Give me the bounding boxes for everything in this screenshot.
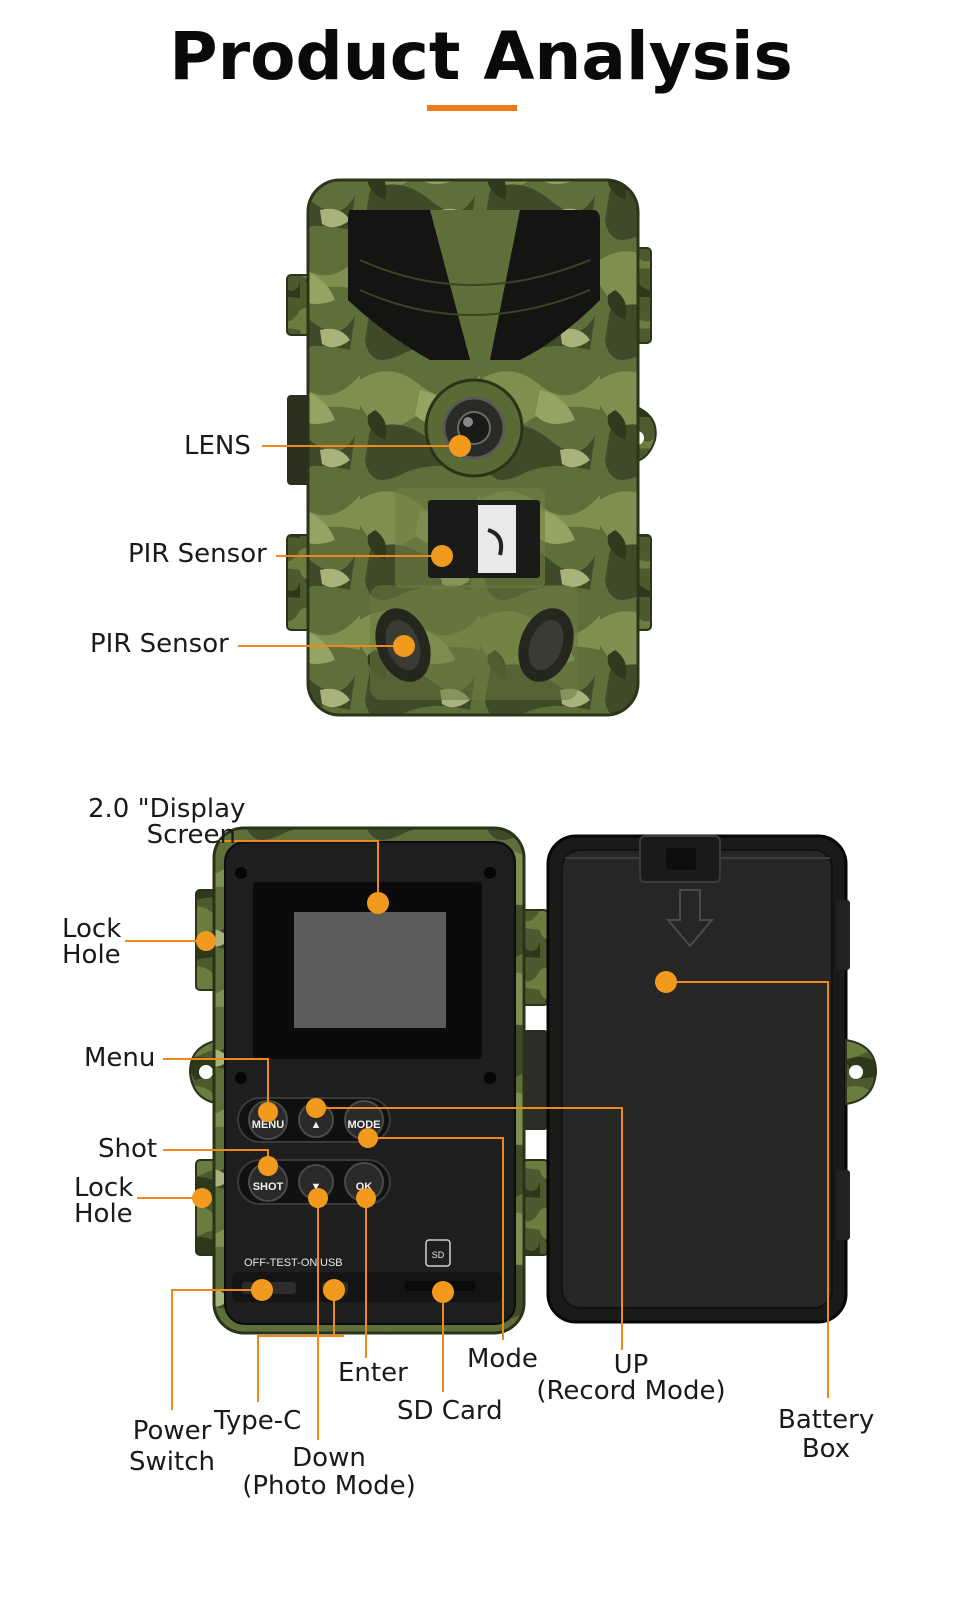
- down-button-label: ▼: [311, 1181, 322, 1193]
- shot-button-label: SHOT: [253, 1181, 284, 1193]
- sd-card-label: SD Card: [397, 1396, 503, 1426]
- front-callouts: [238, 435, 471, 657]
- switch-label: OFF-TEST-ON: [244, 1257, 317, 1269]
- up-record-mode-label: UP (Record Mode): [536, 1350, 726, 1406]
- lock-hole-top-label: Lock Hole: [62, 914, 122, 970]
- menu-label: Menu: [84, 1043, 156, 1073]
- inside-callout-dots: [192, 892, 677, 1303]
- power-switch-label: Power Switch: [129, 1416, 215, 1477]
- lens-label: LENS: [184, 431, 251, 461]
- lock-hole-bottom-label: Lock Hole: [74, 1173, 134, 1229]
- open-camera: MENU ▲ MODE SHOT ▼ OK OFF-TEST-ON USB SD: [188, 826, 878, 1335]
- pir-sensor-top-label: PIR Sensor: [128, 539, 267, 569]
- down-photo-mode-label: Down (Photo Mode): [242, 1443, 416, 1501]
- sd-slot-label: SD: [432, 1250, 445, 1260]
- menu-button-label: MENU: [252, 1119, 284, 1131]
- mode-button-label: MODE: [348, 1119, 381, 1131]
- enter-label: Enter: [338, 1358, 408, 1388]
- mode-label: Mode: [467, 1344, 538, 1374]
- battery-box-label: Battery Box: [778, 1405, 875, 1464]
- title-underline: [427, 105, 517, 111]
- display-screen-label: 2.0 "Display Screen: [88, 794, 246, 850]
- shot-label: Shot: [98, 1134, 158, 1164]
- page-title: Product Analysis: [169, 18, 793, 95]
- pir-sensor-bottom-label: PIR Sensor: [90, 629, 229, 659]
- usb-label: USB: [320, 1257, 343, 1269]
- front-camera: [286, 178, 657, 717]
- type-c-label: Type-C: [214, 1406, 302, 1436]
- up-button-label: ▲: [311, 1119, 322, 1131]
